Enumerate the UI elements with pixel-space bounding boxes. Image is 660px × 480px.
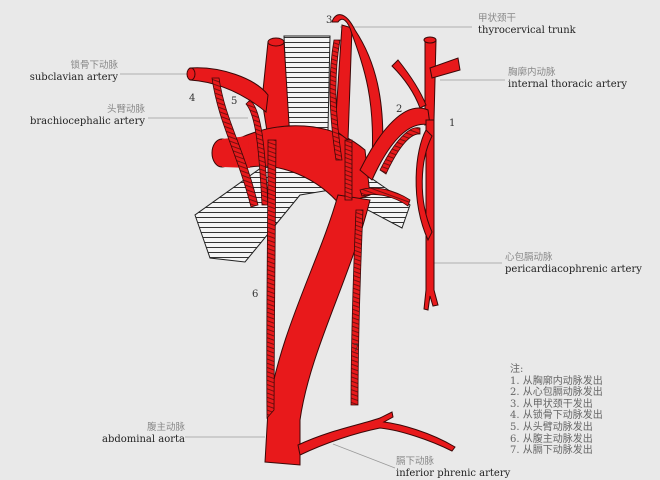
label-cn: 膈下动脉 bbox=[396, 456, 435, 467]
arteries bbox=[186, 14, 461, 466]
note-item: 3. 从甲状颈干发出 bbox=[510, 398, 593, 410]
label-cn: 胸廓内动脉 bbox=[508, 67, 556, 78]
label-en: pericardiacophrenic artery bbox=[505, 264, 642, 275]
number-1: 1 bbox=[449, 118, 456, 129]
label-cn: 甲状颈干 bbox=[478, 13, 517, 24]
collateral-vessels bbox=[211, 39, 421, 420]
number-5: 5 bbox=[231, 96, 238, 107]
note-item: 7. 从膈下动脉发出 bbox=[510, 445, 593, 457]
label-brachiocephalic-artery: 头臂动脉 brachiocephalic artery bbox=[30, 104, 145, 128]
note-item: 4. 从锁骨下动脉发出 bbox=[510, 410, 603, 422]
label-abdominal-aorta: 腹主动脉 abdominal aorta bbox=[102, 422, 185, 446]
label-en: subclavian artery bbox=[29, 72, 118, 83]
note-item: 2. 从心包膈动脉发出 bbox=[510, 387, 603, 399]
label-cn: 锁骨下动脉 bbox=[70, 60, 118, 71]
number-4: 4 bbox=[189, 93, 196, 104]
note-item: 5. 从头臂动脉发出 bbox=[510, 421, 593, 433]
note-item: 6. 从腹主动脉发出 bbox=[510, 433, 593, 445]
label-cn: 腹主动脉 bbox=[146, 422, 185, 433]
note-item: 1. 从胸廓内动脉发出 bbox=[510, 375, 603, 387]
label-en: abdominal aorta bbox=[102, 434, 185, 445]
label-en: internal thoracic artery bbox=[508, 79, 628, 90]
label-internal-thoracic-artery: 胸廓内动脉 internal thoracic artery bbox=[508, 67, 627, 91]
number-7: 7 bbox=[353, 343, 360, 354]
label-cn: 心包膈动脉 bbox=[505, 252, 553, 263]
label-en: brachiocephalic artery bbox=[29, 116, 145, 127]
label-cn: 头臂动脉 bbox=[106, 104, 145, 115]
label-en: thyrocervical trunk bbox=[478, 25, 576, 36]
leader-lines bbox=[120, 26, 505, 469]
label-subclavian-artery: 锁骨下动脉 subclavian artery bbox=[30, 60, 118, 84]
number-2: 2 bbox=[396, 104, 403, 115]
number-3: 3 bbox=[326, 15, 333, 26]
label-inferior-phrenic-artery: 膈下动脉 inferior phrenic artery bbox=[396, 456, 510, 480]
label-thyrocervical-trunk: 甲状颈干 thyrocervical trunk bbox=[478, 13, 576, 37]
number-6: 6 bbox=[252, 289, 259, 300]
notes-legend: 注: 1. 从胸廓内动脉发出 2. 从心包膈动脉发出 3. 从甲状颈干发出 4.… bbox=[510, 364, 603, 457]
notes-title: 注: bbox=[510, 364, 524, 375]
label-pericardiacophrenic-artery: 心包膈动脉 pericardiacophrenic artery bbox=[505, 252, 642, 276]
label-en: inferior phrenic artery bbox=[396, 468, 511, 479]
